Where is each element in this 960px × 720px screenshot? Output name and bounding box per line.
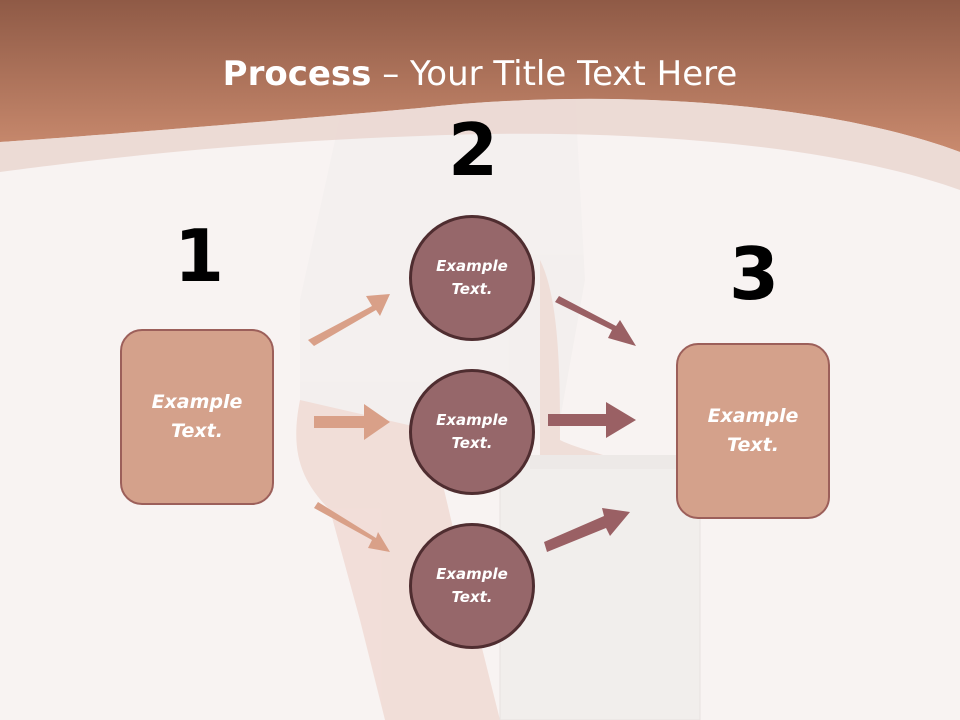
step-number-3: 3 [728,232,780,316]
step-2-circle-middle[interactable]: Example Text. [409,369,535,495]
header-swoosh [0,98,960,190]
step-1-text: Example Text. [151,391,243,442]
arrow-from-middle [548,402,636,438]
title-separator: – [371,54,411,94]
step-number-1: 1 [173,214,225,298]
title-bold: Process [222,54,372,94]
step-number-2: 2 [447,108,499,192]
right-arrows [544,296,636,552]
arrow-from-top [555,296,636,346]
step-2-circle-bottom[interactable]: Example Text. [409,523,535,649]
left-arrows [308,294,390,552]
step-2-text-bottom: Example Text. [436,565,508,606]
slide-title: Process – Your Title Text Here [0,50,960,98]
arrow-to-top [308,294,390,346]
step-1-box[interactable]: Example Text. [120,329,274,505]
step-2-text-middle: Example Text. [436,411,508,452]
step-3-box[interactable]: Example Text. [676,343,830,519]
title-rest: Your Title Text Here [410,54,738,94]
step-2-circle-top[interactable]: Example Text. [409,215,535,341]
arrow-to-middle [314,404,390,440]
step-2-text-top: Example Text. [436,257,508,298]
arrow-to-bottom [314,502,390,552]
step-3-text: Example Text. [707,405,799,456]
arrow-from-bottom [544,508,630,552]
header-band [0,0,960,152]
